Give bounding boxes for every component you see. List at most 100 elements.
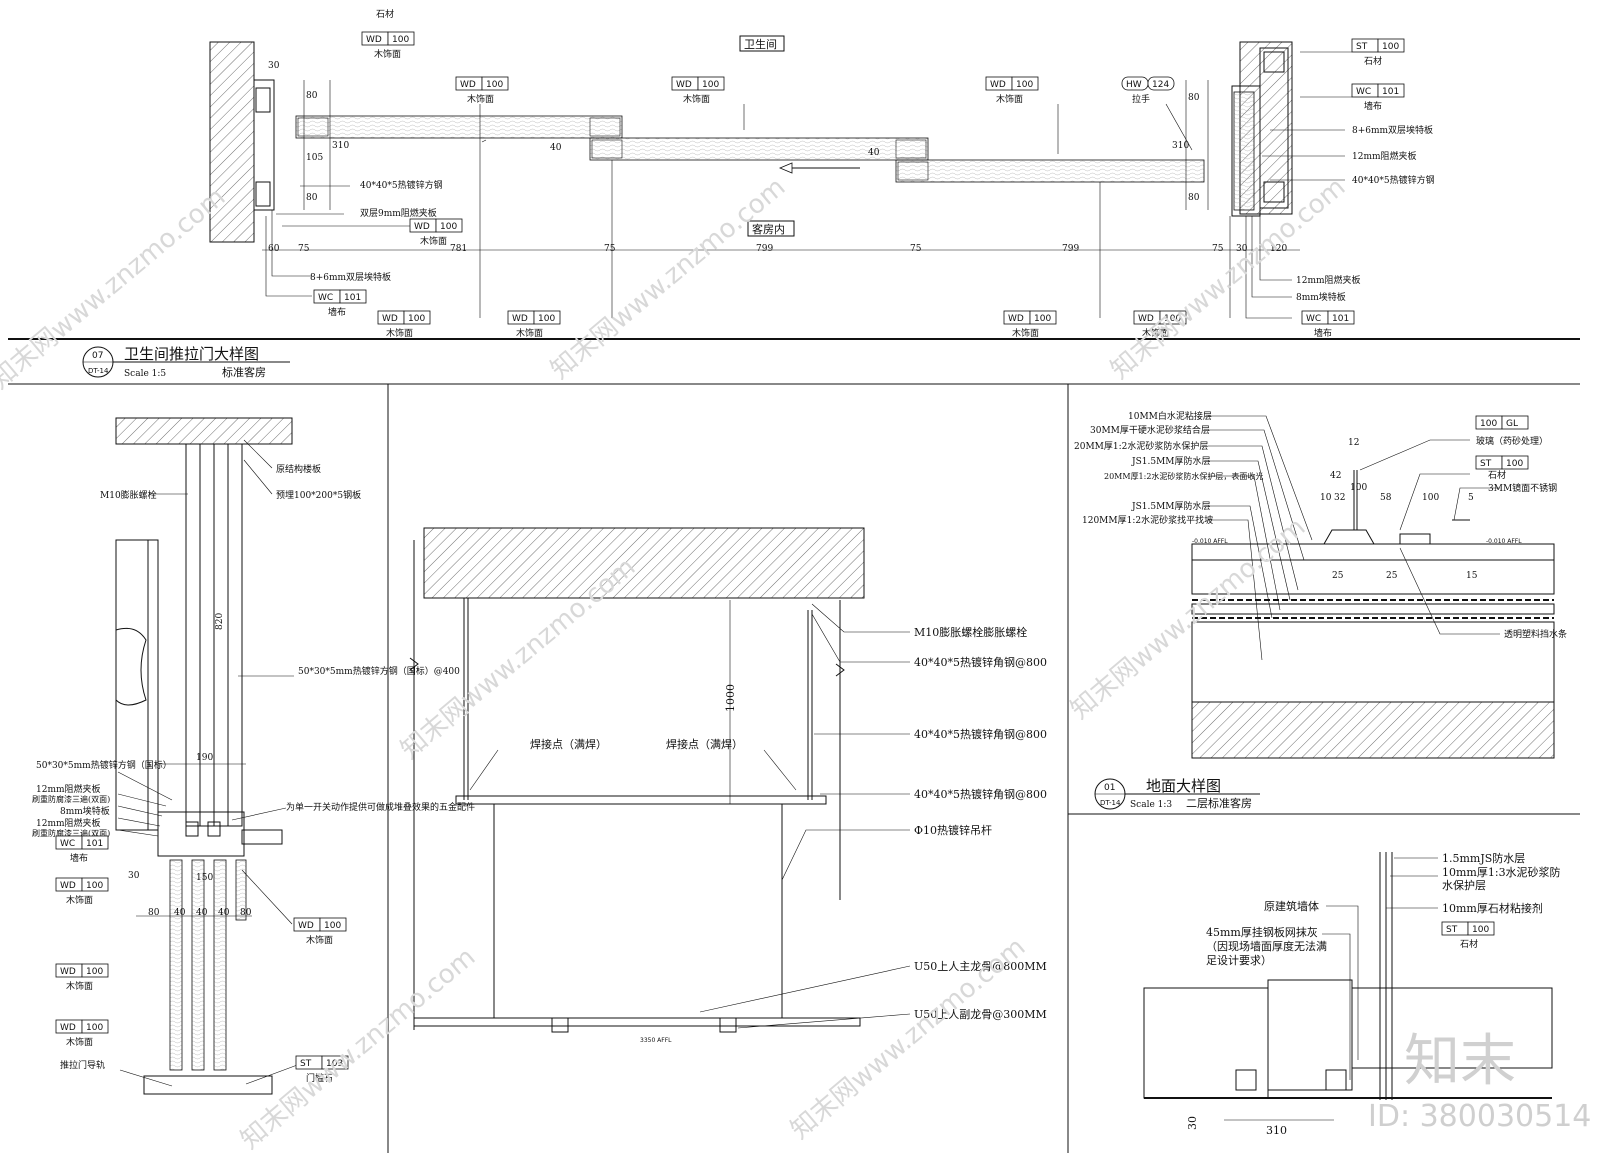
svg-text:门槛石: 门槛石: [306, 1072, 333, 1084]
watermark-text: 知末网www.znzmo.com: [785, 932, 1031, 1145]
dim: 105: [306, 153, 323, 163]
dim: 80: [148, 908, 160, 918]
note: 12mm阻燃夹板: [36, 783, 101, 795]
svg-text:15: 15: [1466, 571, 1478, 581]
note: 玻璃（药砂处理）: [1476, 435, 1548, 447]
svg-text:WD: WD: [298, 921, 314, 931]
note: 40*40*5热镀锌角钢@800: [914, 727, 1047, 741]
level-mark: 3350 AFFL: [640, 1037, 672, 1044]
svg-text:58: 58: [1380, 493, 1392, 503]
door-leaf-1: [295, 115, 623, 139]
note: 45mm厚挂钢板网抹灰（因现场墙面厚度无法满足设计要求）: [1206, 926, 1327, 967]
note: 10mm厚石材粘接剂: [1442, 901, 1543, 915]
svg-text:拉手: 拉手: [1132, 93, 1150, 105]
middle-notes: M10膨胀螺栓膨胀螺栓 40*40*5热镀锌角钢@800 40*40*5热镀锌角…: [530, 625, 1047, 1021]
svg-text:WD: WD: [512, 314, 528, 324]
material-tag: WC 101 墙布: [1351, 83, 1405, 112]
svg-text:木饰面: 木饰面: [516, 327, 543, 339]
material-tag: ST 103 门槛石: [295, 1055, 349, 1084]
dim: 75: [910, 244, 922, 254]
top-tags: WD 100 木饰面 WD 100 木饰面 WD 100 木饰面 WD 100 …: [313, 8, 1405, 339]
material-tag: WD 100 木饰面: [1133, 310, 1187, 339]
note: M10膨胀螺栓膨胀螺栓: [914, 625, 1027, 639]
svg-text:-0.010 AFFL: -0.010 AFFL: [1192, 538, 1228, 545]
watermark-text: 知末网www.znzmo.com: [0, 182, 231, 395]
svg-text:101: 101: [86, 839, 103, 849]
note: 8mm埃特板: [60, 805, 110, 817]
svg-text:12: 12: [1348, 438, 1359, 448]
watermark-id: ID: 380030514: [1368, 1099, 1591, 1134]
material-tag: ST 100 石材: [1441, 921, 1495, 950]
svg-text:WC: WC: [1356, 87, 1371, 97]
dim: 60: [268, 244, 280, 254]
title-sheet: DT-14: [1100, 799, 1121, 807]
svg-text:木饰面: 木饰面: [1142, 327, 1169, 339]
svg-text:WC: WC: [318, 293, 333, 303]
svg-text:木饰面: 木饰面: [306, 934, 333, 946]
svg-text:WD: WD: [676, 80, 692, 90]
material-tag: ST 100 石材: [1351, 38, 1405, 67]
note: 为单一开关动作提供可做成堆叠效果的五金配件: [286, 801, 475, 813]
note: 40*40*5热镀锌方钢: [1352, 174, 1435, 186]
note: 12mm阻燃夹板: [1296, 274, 1361, 286]
dim: 799: [1062, 244, 1079, 254]
note: 12mm阻燃夹板: [36, 817, 101, 829]
material-tag-partial: 石材: [376, 8, 394, 20]
top-notes: 40*40*5热镀锌方钢 双层9mm阻燃夹板 8+6mm双层埃特板 8+6mm双…: [310, 124, 1435, 303]
room-label-bathroom: 卫生间: [744, 37, 777, 51]
note: 10mm厚1:3水泥砂浆防水保护层: [1442, 866, 1561, 892]
note: 40*40*5热镀锌角钢@800: [914, 787, 1047, 801]
note: 焊接点（满焊）: [530, 737, 607, 751]
dim: 40: [174, 908, 186, 918]
note: M10膨胀螺栓: [100, 489, 157, 501]
note: 原结构楼板: [276, 463, 321, 475]
svg-text:墙布: 墙布: [70, 852, 88, 864]
title-block-07: 07 DT-14 卫生间推拉门大样图 Scale 1:5 标准客房: [82, 345, 290, 379]
note: 1.5mmJS防水层: [1442, 851, 1525, 865]
material-tag: ST 100: [1475, 455, 1529, 470]
svg-text:木饰面: 木饰面: [683, 93, 710, 105]
svg-text:25: 25: [1386, 571, 1398, 581]
svg-text:5: 5: [1468, 493, 1474, 503]
svg-text:100: 100: [538, 314, 555, 324]
svg-text:墙布: 墙布: [328, 306, 346, 318]
svg-text:WD: WD: [60, 881, 76, 891]
material-tag: WD 100 木饰面: [455, 76, 509, 105]
svg-text:100: 100: [86, 1023, 103, 1033]
svg-text:木饰面: 木饰面: [996, 93, 1023, 105]
svg-text:100: 100: [324, 921, 341, 931]
note: Φ10热镀锌吊杆: [914, 823, 992, 837]
title-number: 07: [92, 351, 103, 361]
svg-text:木饰面: 木饰面: [386, 327, 413, 339]
watermark-logo: 知末: [1404, 1029, 1516, 1094]
svg-text:100: 100: [1034, 314, 1051, 324]
dim: 40: [868, 148, 880, 158]
svg-text:100: 100: [1382, 42, 1399, 52]
dim: 781: [450, 244, 467, 254]
svg-text:WC: WC: [1306, 314, 1321, 324]
note: 透明塑料挡水条: [1504, 628, 1567, 640]
title-block-01: 01 DT-14 地面大样图 Scale 1:3 二层标准客房: [1094, 777, 1260, 810]
note: JS1.5MM厚防水层: [1131, 455, 1211, 467]
svg-text:32: 32: [1334, 493, 1345, 503]
dim-1000: 1000: [724, 684, 737, 712]
svg-text:WD: WD: [1008, 314, 1024, 324]
stacked-door-leaves: [169, 859, 247, 1071]
left-leaders: [117, 439, 301, 1087]
svg-text:100: 100: [1472, 925, 1489, 935]
dim: 80: [1188, 193, 1200, 203]
svg-text:101: 101: [344, 293, 361, 303]
note: 3MM镜面不锈钢: [1488, 482, 1557, 494]
svg-text:木饰面: 木饰面: [66, 1036, 93, 1048]
svg-text:100: 100: [440, 222, 457, 232]
dim: 40: [218, 908, 230, 918]
dim: 820: [215, 613, 225, 630]
svg-text:ST: ST: [300, 1059, 312, 1069]
note: 50*30*5mm热镀锌方钢（国标）@400: [298, 665, 460, 677]
floor-dims: 12 42 100 58 10 32 100 5 25 25 15 -0.010…: [1192, 438, 1522, 581]
watermark-text: 知末网www.znzmo.com: [545, 172, 791, 385]
dim: 30: [128, 871, 140, 881]
svg-text:100: 100: [1016, 80, 1033, 90]
dim: 310: [1172, 141, 1189, 151]
middle-leaders: [469, 603, 911, 1029]
